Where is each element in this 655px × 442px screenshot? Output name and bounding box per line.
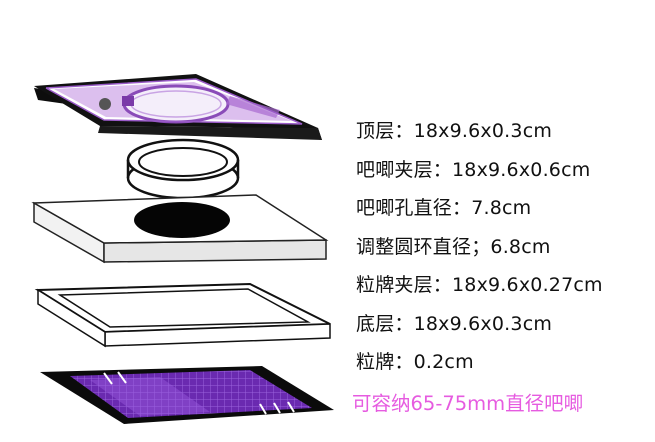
spec-badge-hole-diameter: 吧唧孔直径：7.8cm xyxy=(356,197,532,219)
spec-list: 顶层：18x9.6x0.3cm 吧唧夹层：18x9.6x0.6cm 吧唧孔直径：… xyxy=(356,112,651,382)
spec-top-layer: 顶层：18x9.6x0.3cm xyxy=(356,120,553,142)
frame-layer xyxy=(34,282,331,348)
bottom-layer xyxy=(40,366,334,424)
spec-card-layer: 粒牌夹层：18x9.6x0.27cm xyxy=(356,274,603,296)
badge-layer xyxy=(31,194,329,264)
top-layer xyxy=(34,74,322,140)
adjustment-ring xyxy=(126,138,240,200)
spec-card: 粒牌：0.2cm xyxy=(356,351,474,373)
capacity-note: 可容纳65-75mm直径吧唧 xyxy=(352,392,584,415)
spec-bottom-layer: 底层：18x9.6x0.3cm xyxy=(356,312,553,335)
spec-ring-diameter: 调整圆环直径；6.8cm xyxy=(356,235,551,258)
spec-badge-layer: 吧唧夹层：18x9.6x0.6cm xyxy=(356,158,591,181)
badge-hole xyxy=(134,202,230,238)
